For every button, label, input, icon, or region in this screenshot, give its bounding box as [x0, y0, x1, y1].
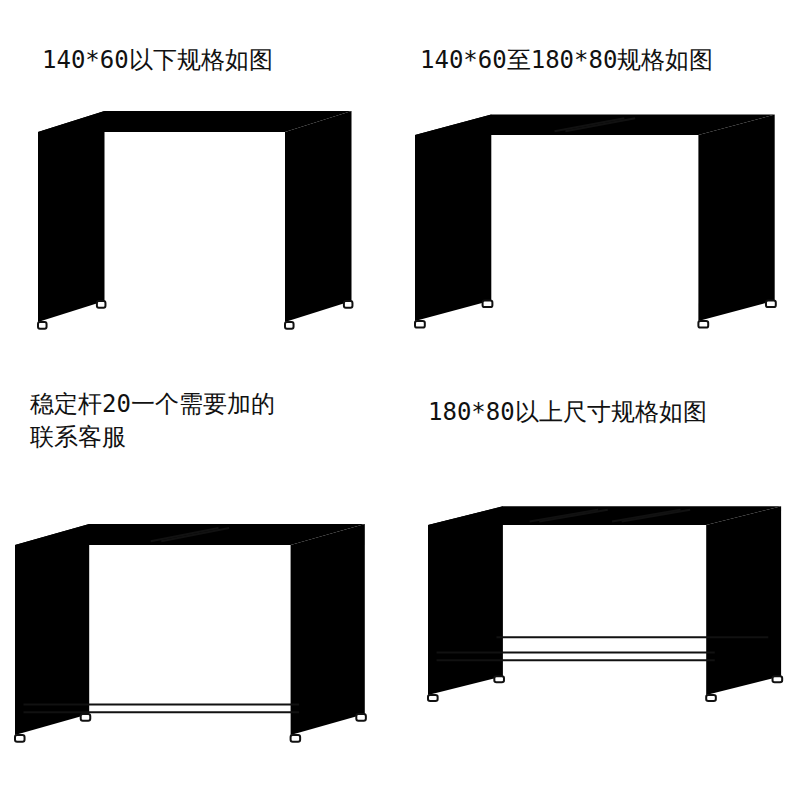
spec-caption: 180*80以上尺寸规格如图	[428, 396, 788, 429]
frame-large	[428, 506, 782, 701]
frame-small	[38, 111, 352, 329]
spec-caption: 140*60至180*80规格如图	[420, 44, 790, 77]
frame-medium	[415, 115, 776, 328]
frame-with-stabilizer	[15, 524, 366, 742]
spec-caption: 稳定杆20一个需要加的 联系客服	[30, 388, 330, 454]
spec-caption: 140*60以下规格如图	[42, 44, 382, 77]
